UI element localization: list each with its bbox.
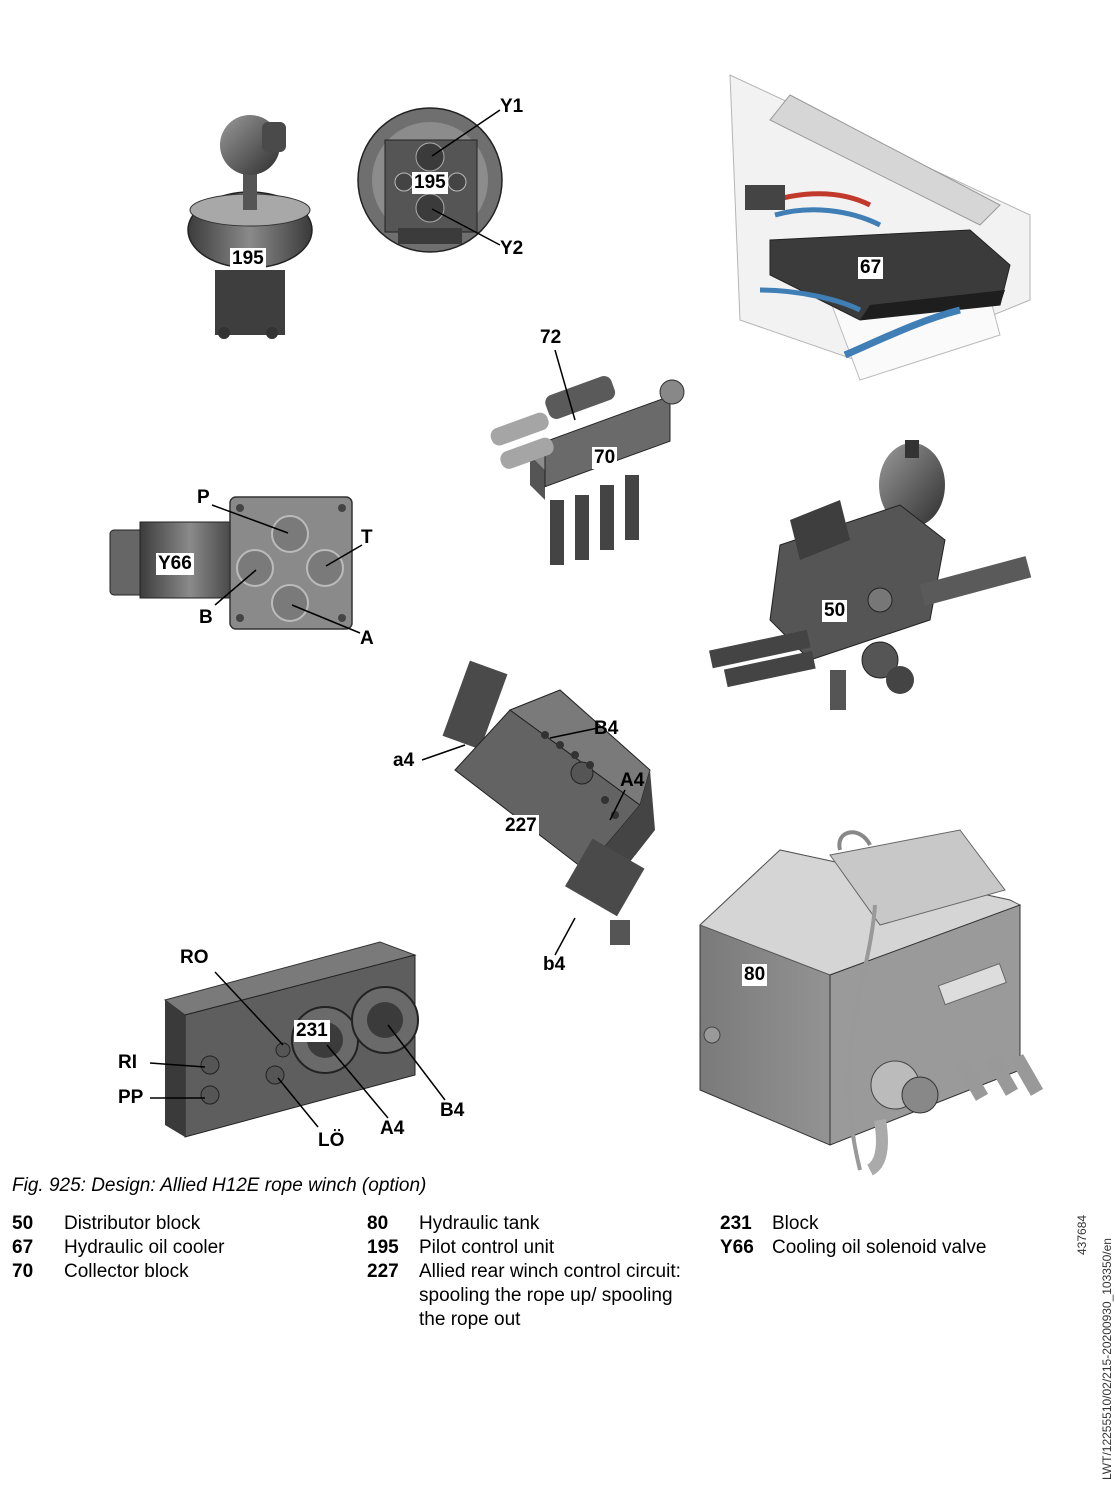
label-b: B: [199, 607, 213, 628]
label-227: 227: [503, 815, 539, 837]
legend-item: 80 Hydraulic tank: [367, 1212, 694, 1236]
component-drawing: [109, 74, 1044, 1176]
label-b4-upper: B4: [594, 718, 619, 739]
label-a4-lower: A4: [380, 1118, 405, 1139]
figure-caption: Fig. 925: Design: Allied H12E rope winch…: [12, 1175, 427, 1196]
label-231: 231: [294, 1020, 330, 1042]
label-t: T: [361, 527, 373, 548]
label-67: 67: [858, 257, 884, 279]
legend-number: 195: [367, 1237, 399, 1258]
legend-number: 50: [12, 1213, 34, 1234]
joystick-drawing: [187, 115, 313, 339]
legend-text: Cooling oil solenoid valve: [772, 1237, 987, 1258]
control-block-227-drawing: [421, 660, 655, 956]
hydraulic-tank-drawing: [699, 829, 1044, 1176]
label-pp: PP: [118, 1087, 144, 1108]
legend-text: Hydraulic oil cooler: [64, 1237, 225, 1258]
legend-number: 227: [367, 1261, 399, 1282]
legend-column-3: 231 Block Y66 Cooling oil solenoid valve: [720, 1212, 1042, 1260]
label-lo: LÖ: [318, 1130, 345, 1151]
label-pilot-195: 195: [412, 172, 448, 194]
legend-item: 231 Block: [720, 1212, 1042, 1236]
distributor-block-drawing: [709, 440, 1032, 710]
legend-number: 70: [12, 1261, 34, 1282]
legend-item: 50 Distributor block: [12, 1212, 334, 1236]
label-a: A: [360, 628, 374, 649]
label-p: P: [197, 487, 210, 508]
legend-text: Distributor block: [64, 1213, 201, 1234]
legend-number: Y66: [720, 1237, 754, 1258]
label-ro: RO: [180, 947, 209, 968]
legend-column-2: 80 Hydraulic tank 195 Pilot control unit 2…: [367, 1212, 694, 1332]
legend-text: Pilot control unit: [419, 1237, 555, 1258]
legend-text: Block: [772, 1213, 819, 1234]
legend-number: 80: [367, 1213, 389, 1234]
figure-area: Y1 Y2 195 195 67 72 70 P T Y66 B A 50 B4…: [109, 74, 1044, 1176]
label-y66: Y66: [156, 553, 194, 575]
label-ri: RI: [118, 1052, 137, 1073]
label-joystick-195: 195: [230, 248, 266, 270]
legend-item: Y66 Cooling oil solenoid valve: [720, 1236, 1042, 1260]
label-b4-lower: B4: [440, 1100, 465, 1121]
legend-item: 70 Collector block: [12, 1260, 334, 1284]
block-231-drawing: [149, 941, 446, 1138]
legend-text: Allied rear winch control circuit: spool…: [419, 1261, 681, 1330]
label-b4-small: b4: [543, 954, 566, 975]
label-50: 50: [822, 600, 848, 622]
solenoid-valve-drawing: [109, 496, 363, 634]
legend-item: 227 Allied rear winch control circuit: sp…: [367, 1260, 694, 1332]
legend-item: 195 Pilot control unit: [367, 1236, 694, 1260]
label-a4-small: a4: [393, 750, 415, 771]
legend-text: Hydraulic tank: [419, 1213, 540, 1234]
label-y1: Y1: [500, 96, 524, 117]
label-80: 80: [742, 964, 768, 986]
legend-column-1: 50 Distributor block 67 Hydraulic oil cool…: [12, 1212, 334, 1284]
legend-text: Collector block: [64, 1261, 189, 1282]
label-70: 70: [592, 447, 618, 469]
label-y2: Y2: [500, 238, 524, 259]
legend-item: 67 Hydraulic oil cooler: [12, 1236, 334, 1260]
oil-cooler-drawing: [729, 74, 1031, 381]
figure-number-id: 437684: [1075, 1214, 1089, 1255]
label-72: 72: [540, 327, 562, 348]
label-a4-upper: A4: [620, 770, 645, 791]
legend-number: 67: [12, 1237, 34, 1258]
document-id: LWT/12255510/02/215-20200930_103350/en: [1100, 1238, 1114, 1480]
legend-number: 231: [720, 1213, 752, 1234]
collector-block-drawing: [490, 349, 685, 565]
